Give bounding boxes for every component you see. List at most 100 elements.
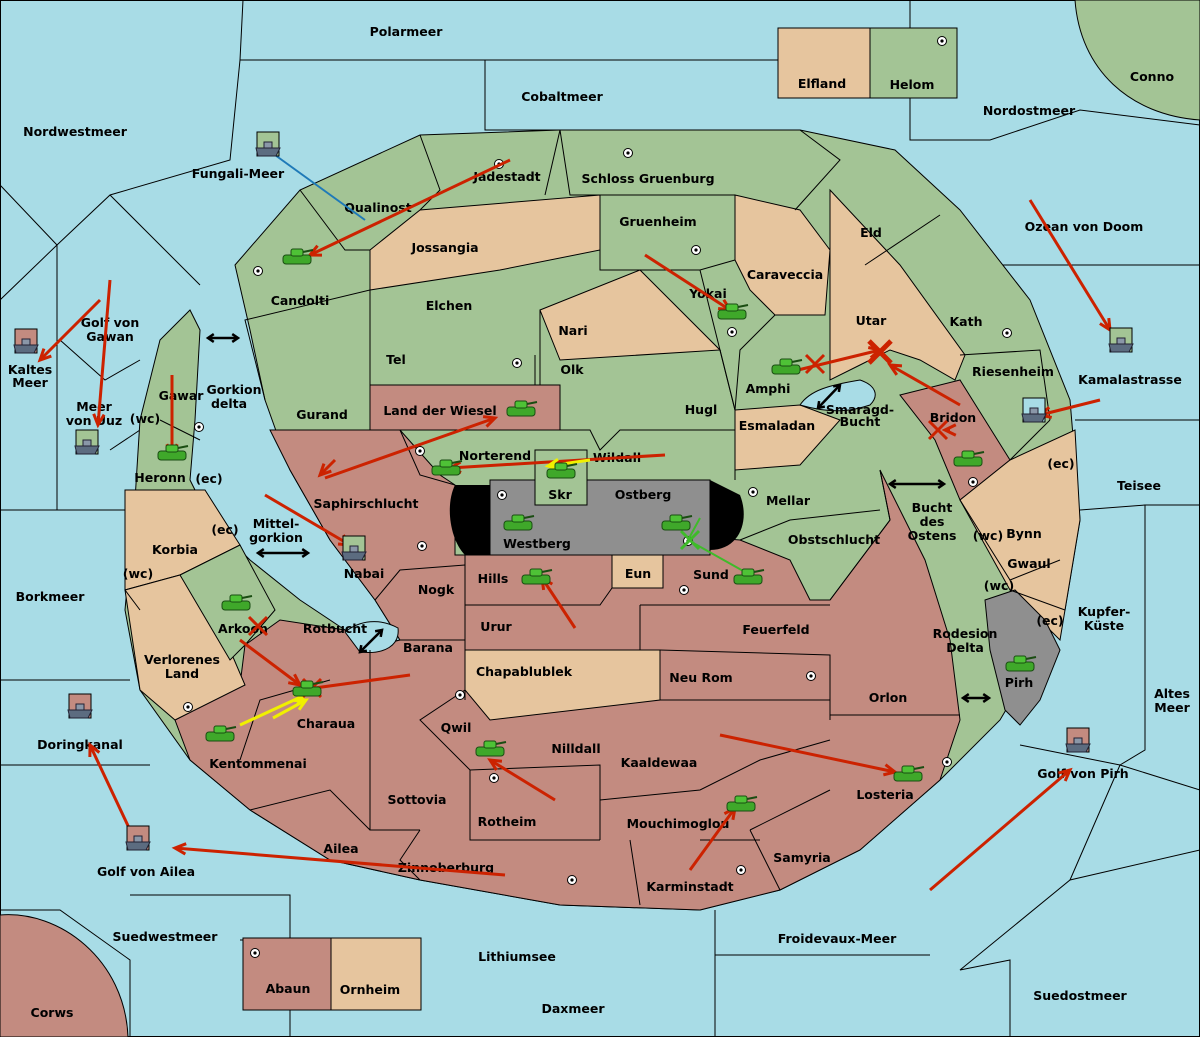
region-label: Gorkion [206, 382, 261, 397]
region-label: Norterend [459, 448, 531, 463]
convoy-line [274, 154, 366, 221]
region-label: Mellar [766, 493, 811, 508]
region-label: Samyria [773, 850, 831, 865]
region-label: Charaua [297, 716, 355, 731]
tank-icon [221, 594, 253, 611]
region-label: Qualinost [344, 200, 411, 215]
dot-icon [679, 585, 689, 595]
tank-icon [205, 725, 237, 742]
order-arrow [324, 415, 499, 480]
region-label: Hills [478, 571, 509, 586]
region-label: Ailea [323, 841, 358, 856]
region-label: Losteria [856, 787, 913, 802]
x-icon [867, 339, 893, 365]
order-arrow [239, 638, 303, 688]
ship-icon [13, 328, 39, 354]
region-label: Doringkanal [37, 737, 123, 752]
region-label: Jossangia [410, 240, 478, 255]
ship-icon [255, 131, 281, 157]
units [13, 131, 1134, 851]
region-label: gorkion [249, 530, 303, 545]
region-label: des [920, 514, 945, 529]
dot-icon [455, 690, 465, 700]
region-label: Kupfer- [1078, 604, 1131, 619]
dot-icon [512, 358, 522, 368]
ship-icon [1108, 327, 1134, 353]
region-label: Feuerfeld [742, 622, 809, 637]
order-arrow [37, 298, 102, 363]
order-arrow [941, 423, 957, 437]
region-label: Karminstadt [646, 879, 733, 894]
region-label: Ostens [908, 528, 957, 543]
region-label: Urur [480, 619, 512, 634]
region-label: Delta [946, 640, 984, 655]
region-label: (ec) [211, 522, 238, 537]
region-label: Jadestadt [472, 169, 540, 184]
region-label: Helom [890, 77, 935, 92]
region-label: Amphi [746, 381, 791, 396]
region-label: Land der Wiesel [383, 403, 496, 418]
region-label: Bucht [840, 414, 881, 429]
region-label: Kath [950, 314, 983, 329]
region-label: Neu Rom [669, 670, 732, 685]
region-label: Eun [625, 566, 651, 581]
tank-icon [475, 740, 507, 757]
region-label: Sottovia [388, 792, 447, 807]
x-icon [804, 353, 826, 375]
region-label: von Uuz [66, 413, 122, 428]
region-label: Esmaladan [739, 418, 815, 433]
region-label: Bynn [1006, 526, 1041, 541]
region-label: Riesenheim [972, 364, 1054, 379]
region-label: Elchen [426, 298, 473, 313]
order-arrow [487, 758, 556, 802]
dot-icon [415, 446, 425, 456]
region-label: Bridon [930, 410, 976, 425]
dot-icon [736, 865, 746, 875]
dot-icon [727, 327, 737, 337]
region-label: Olk [560, 362, 584, 377]
dot-icon [417, 541, 427, 551]
region-label: Cobaltmeer [521, 89, 603, 104]
ship-icon [67, 693, 93, 719]
order-arrow [272, 698, 310, 720]
tank-icon [506, 400, 538, 417]
region-label: Gwaul [1007, 556, 1050, 571]
region-label: Korbia [152, 542, 198, 557]
region-label: Froidevaux-Meer [778, 931, 897, 946]
region-label: Suedostmeer [1033, 988, 1127, 1003]
tank-icon [771, 358, 803, 375]
tank-icon [953, 450, 985, 467]
dot-icon [567, 875, 577, 885]
region-label: Gruenheim [619, 214, 696, 229]
region-label: Daxmeer [541, 1001, 605, 1016]
region-label: Nilldall [551, 741, 600, 756]
dot-icon [253, 266, 263, 276]
region-label: Ornheim [340, 982, 400, 997]
ship-icon [1021, 397, 1047, 423]
region-label: Kamalastrasse [1078, 372, 1182, 387]
order-arrow [887, 363, 961, 407]
dot-icon [968, 477, 978, 487]
order-arrow [929, 767, 1073, 892]
tank-icon [726, 795, 758, 812]
region-label: Gawar [159, 388, 205, 403]
region-label: Gurand [296, 407, 348, 422]
region-label: Saphirschlucht [314, 496, 419, 511]
region-label: Nordostmeer [983, 103, 1076, 118]
tank-icon [503, 514, 535, 531]
region-label: Nari [558, 323, 587, 338]
region-label: Westberg [503, 536, 571, 551]
double-arrow-icon [205, 333, 241, 343]
region-label: Skr [548, 487, 572, 502]
tank-icon [431, 459, 463, 476]
region-label: Conno [1130, 69, 1175, 84]
order-arrow [171, 842, 506, 877]
region-label: Meer [76, 399, 112, 414]
region-label: (wc) [973, 528, 1003, 543]
region-label: Golf von [81, 315, 140, 330]
region-label: Altes [1154, 686, 1190, 701]
region-label: Utar [856, 313, 888, 328]
order-arrow [317, 458, 337, 478]
